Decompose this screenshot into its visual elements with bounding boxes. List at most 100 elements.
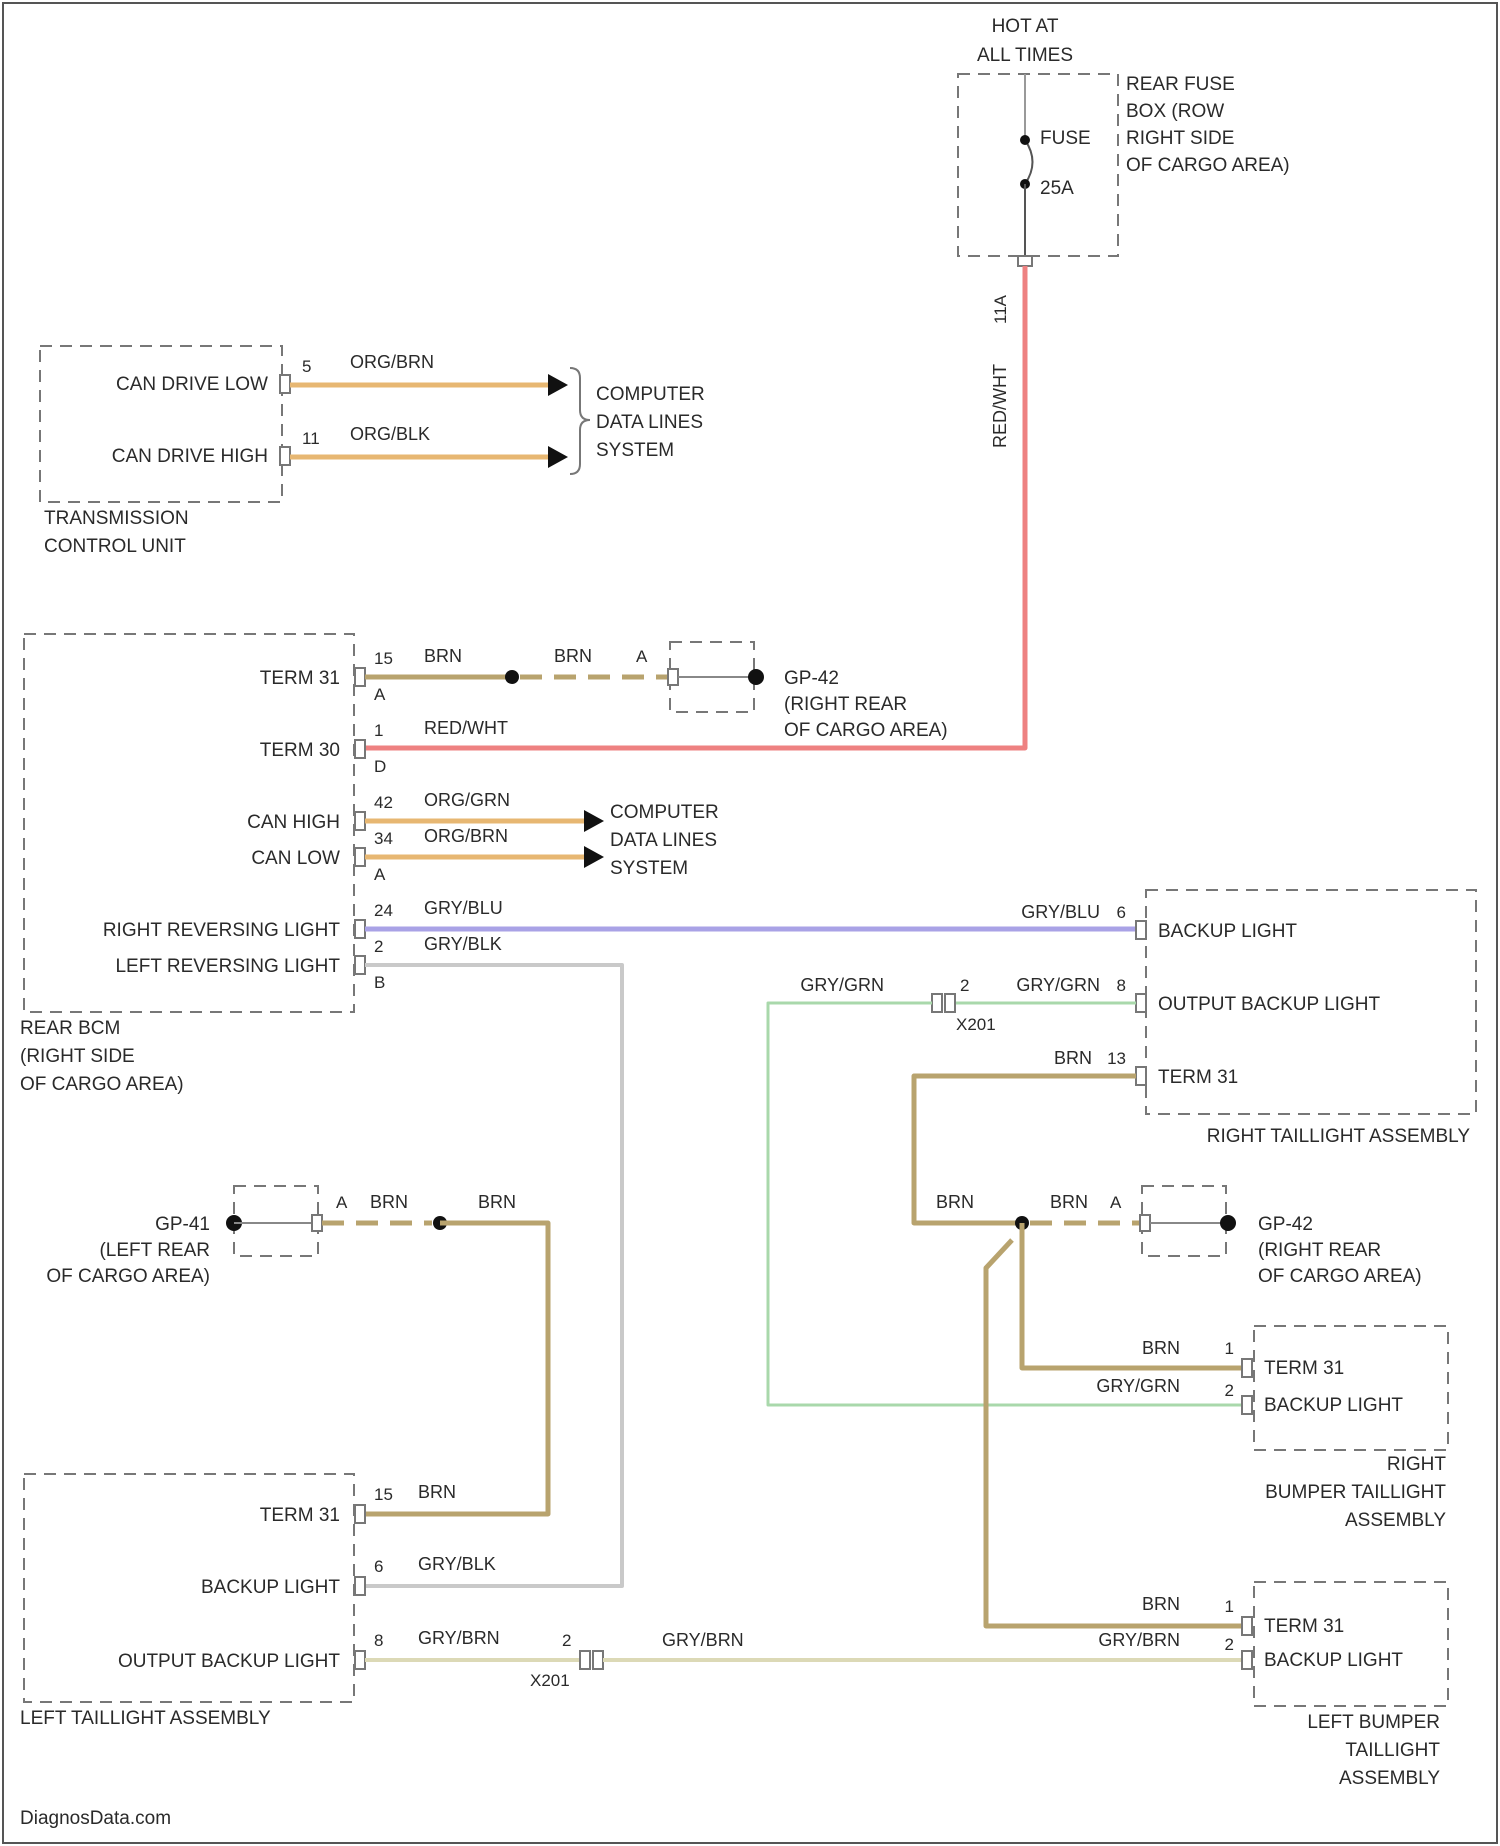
gp41-connector (312, 1215, 322, 1231)
gp42-bottom-wire-b: BRN (1050, 1192, 1088, 1212)
fuse-label: FUSE (1040, 128, 1091, 149)
bcm-arrow-1-icon (584, 810, 604, 832)
tcu-pin-1: 5 (302, 357, 311, 376)
left-bumper-taillight: TERM 31 BACKUP LIGHT 1 2 BRN GRY/BRN LEF… (1098, 1582, 1448, 1789)
splice-bcm-ground (505, 670, 519, 684)
bcm-arrow-2-icon (584, 846, 604, 868)
bcm-connector-1 (355, 668, 365, 686)
gp41-name-3: OF CARGO AREA) (46, 1266, 210, 1287)
bcm-wire-3: ORG/GRN (424, 790, 510, 810)
tcu-dest-3: SYSTEM (596, 440, 674, 461)
gp42-bottom: GP-42 (RIGHT REAR OF CARGO AREA) (1140, 1186, 1422, 1287)
x201-left-connector-a (580, 1651, 590, 1669)
bcm-ground-wire: BRN (554, 646, 592, 666)
lt-wire-3: GRY/BRN (418, 1628, 500, 1648)
rt-wire-2: GRY/GRN (1016, 975, 1100, 995)
rt-pin-label-term31: TERM 31 (1158, 1067, 1238, 1088)
left-bumper-outline (1254, 1582, 1448, 1706)
fuse-box-outline (958, 74, 1118, 256)
lt-wire-2: GRY/BLK (418, 1554, 496, 1574)
gp41-wire-a: BRN (370, 1192, 408, 1212)
fuse-pin-label: 11A (991, 294, 1010, 324)
gp42-top-name-1: GP-42 (784, 668, 839, 689)
tcu-pin-label-can-high: CAN DRIVE HIGH (112, 446, 268, 467)
rt-pin-3: 13 (1107, 1049, 1126, 1068)
x201-right-label: X201 (956, 1015, 996, 1034)
lb-connector-1 (1242, 1617, 1252, 1635)
lb-name-2: TAILLIGHT (1345, 1740, 1440, 1761)
x201-right-wire: GRY/GRN (800, 975, 884, 995)
rt-wire-1: GRY/BLU (1021, 902, 1100, 922)
bcm-pin-1: 15 (374, 649, 393, 668)
rb-wire-2: GRY/GRN (1096, 1376, 1180, 1396)
tcu-wire-2: ORG/BLK (350, 424, 430, 444)
bcm-pin-2: 1 (374, 721, 383, 740)
lt-pin-3: 8 (374, 1631, 383, 1650)
rb-connector-2 (1242, 1396, 1252, 1414)
gp41-pin: A (336, 1193, 348, 1212)
bcm-pin-label-right-rev: RIGHT REVERSING LIGHT (103, 920, 341, 941)
bcm-connector-5 (355, 920, 365, 938)
gp42-top-connector (668, 669, 678, 685)
gp42-bottom-name-2: (RIGHT REAR (1258, 1240, 1381, 1261)
lb-name-3: ASSEMBLY (1339, 1768, 1440, 1789)
right-bumper-taillight: TERM 31 BACKUP LIGHT 1 2 BRN GRY/GRN RIG… (1096, 1326, 1448, 1531)
gp42-bottom-connector (1140, 1215, 1150, 1231)
bcm-wire-1: BRN (424, 646, 462, 666)
rb-connector-1 (1242, 1359, 1252, 1377)
rt-name: RIGHT TAILLIGHT ASSEMBLY (1207, 1126, 1471, 1147)
gp42-bottom-name-3: OF CARGO AREA) (1258, 1266, 1422, 1287)
gp41: A GP-41 (LEFT REAR OF CARGO AREA) (46, 1186, 348, 1287)
fuse-box-name-3: RIGHT SIDE (1126, 128, 1234, 149)
gp41-outline (234, 1186, 318, 1256)
x201-left-connector-b (593, 1651, 603, 1669)
gp42-bottom-ground-icon (1220, 1215, 1236, 1231)
bcm-ground-pin: A (636, 647, 648, 666)
bcm-pin-label-term31: TERM 31 (260, 668, 340, 689)
bcm-pin-5: 24 (374, 901, 393, 920)
bcm-name-3: OF CARGO AREA) (20, 1074, 184, 1095)
tcu-pin-2: 11 (302, 429, 320, 448)
rb-name-3: ASSEMBLY (1345, 1510, 1446, 1531)
bcm-pin-label-can-high: CAN HIGH (247, 812, 340, 833)
lt-connector-3 (355, 1651, 365, 1669)
tcu-arrow-1-icon (548, 374, 568, 396)
rear-fuse-box: HOT AT ALL TIMES FUSE 25A REAR FUSE BOX … (958, 16, 1290, 448)
bcm-pin-label-term30: TERM 30 (260, 740, 340, 761)
tcu-connector-1 (280, 375, 290, 393)
bcm-name-1: REAR BCM (20, 1018, 120, 1039)
wire-brn-to-right-bumper (1022, 1223, 1242, 1368)
lt-pin-label-term31: TERM 31 (260, 1505, 340, 1526)
lb-pin-2: 2 (1225, 1635, 1234, 1654)
tcu-arrow-2-icon (548, 446, 568, 468)
rt-pin-label-backup: BACKUP LIGHT (1158, 921, 1297, 942)
tcu-name-1: TRANSMISSION (44, 508, 189, 529)
bcm-pin-3: 42 (374, 793, 393, 812)
gp42-bottom-outline (1142, 1186, 1226, 1256)
bcm-wire-6: GRY/BLK (424, 934, 502, 954)
gp42-top: GP-42 (RIGHT REAR OF CARGO AREA) (668, 642, 948, 741)
tcu-connector-2 (280, 447, 290, 465)
lb-wire-2: GRY/BRN (1098, 1630, 1180, 1650)
lt-wire-1: BRN (418, 1482, 456, 1502)
lt-pin-1: 15 (374, 1485, 393, 1504)
rb-pin-1: 1 (1225, 1339, 1234, 1358)
gp42-top-name-2: (RIGHT REAR (784, 694, 907, 715)
lt-connector-1 (355, 1505, 365, 1523)
x201-right-pin: 2 (960, 976, 969, 995)
bcm-connector-6 (355, 956, 365, 974)
lt-pin-2: 6 (374, 1557, 383, 1576)
bcm-dest-1: COMPUTER (610, 802, 719, 823)
bcm-pin-label-can-low: CAN LOW (251, 848, 340, 869)
gp42-bottom-wire-a: BRN (936, 1192, 974, 1212)
fuse-node-top (1020, 135, 1030, 145)
wire-brn-left-term31 (365, 1223, 548, 1514)
tcu-wire-1: ORG/BRN (350, 352, 434, 372)
gp41-name-2: (LEFT REAR (99, 1240, 210, 1261)
bcm-name-2: (RIGHT SIDE (20, 1046, 135, 1067)
rb-pin-2: 2 (1225, 1381, 1234, 1400)
rt-pin-label-output: OUTPUT BACKUP LIGHT (1158, 994, 1380, 1015)
rt-pin-1: 6 (1117, 903, 1126, 922)
